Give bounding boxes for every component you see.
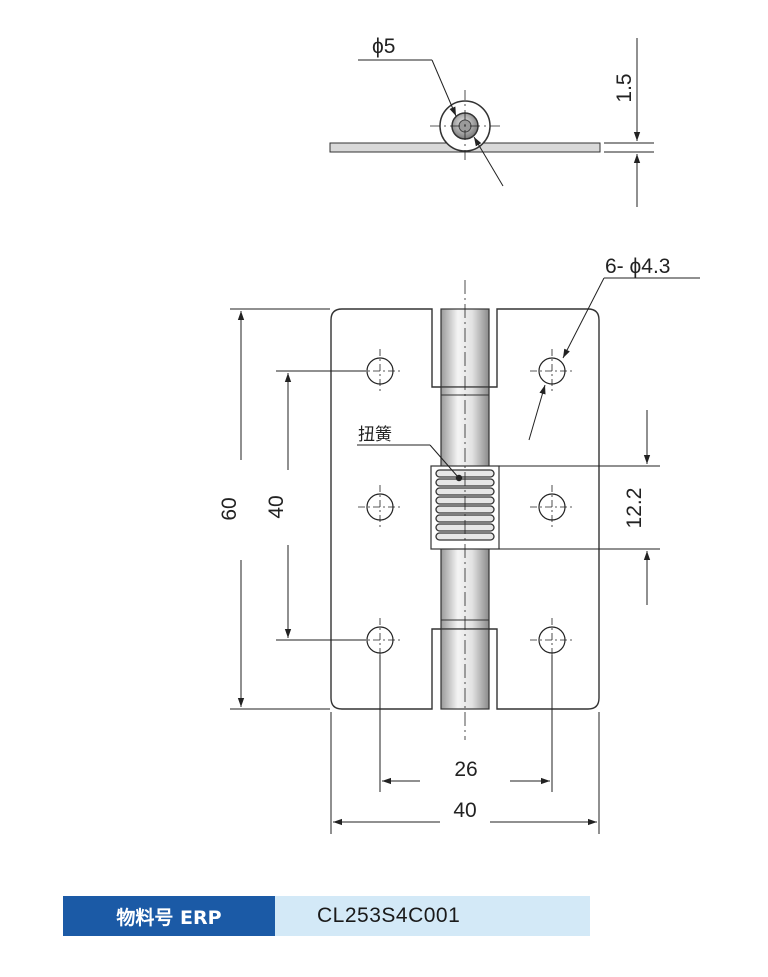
hole-spacing-vertical-label: 40 [265,495,288,518]
holes-label: 6- ϕ4.3 [605,255,670,278]
front-view [230,277,700,834]
pin-diameter-label: ϕ5 [372,35,395,58]
spring-length-label: 12.2 [623,488,646,529]
erp-bar: 物料号 ERP CL253S4C001 [63,896,590,936]
erp-label: 物料号 ERP [63,896,275,936]
height-total-label: 60 [218,497,241,520]
top-view [329,38,654,207]
erp-value: CL253S4C001 [275,896,590,936]
thickness-label: 1.5 [613,73,636,102]
hole-spacing-horizontal-label: 26 [454,758,477,781]
width-total-label: 40 [453,799,476,822]
spring-label: 扭簧 [358,425,392,445]
